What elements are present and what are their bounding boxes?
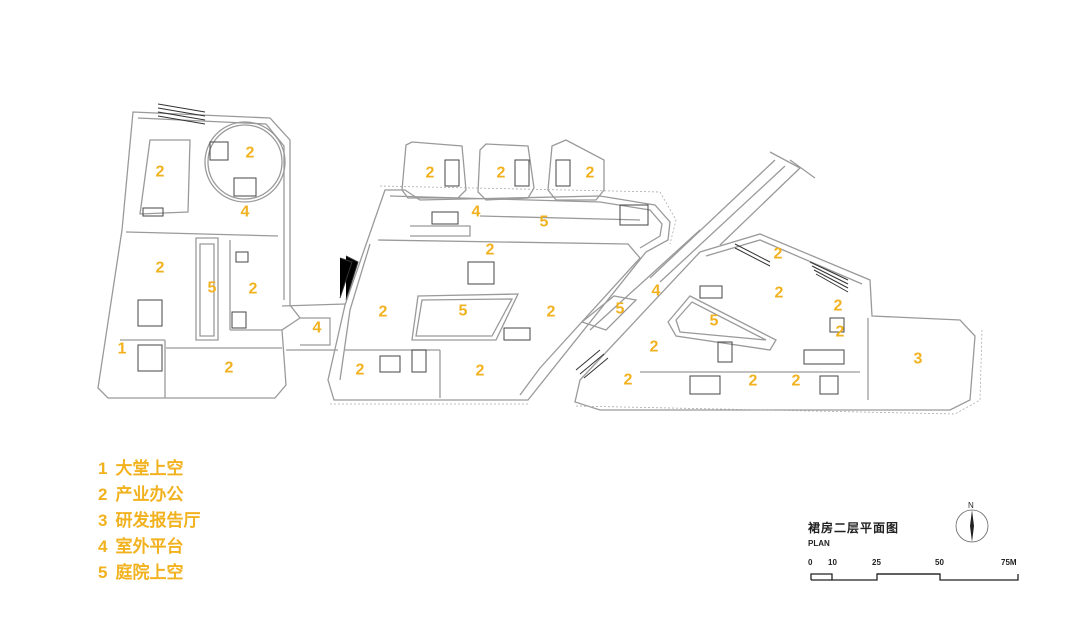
zone-label: 4 [652, 283, 661, 300]
zone-label: 2 [834, 298, 843, 315]
zone-label: 2 [749, 373, 758, 390]
zone-label: 2 [792, 373, 801, 390]
zone-label: 2 [356, 362, 365, 379]
middle-block [327, 139, 671, 401]
west-stair-hatch [157, 103, 359, 301]
zone-label: 2 [476, 363, 485, 380]
west-block [97, 111, 301, 399]
zone-label: 1 [118, 341, 127, 358]
east-cores [689, 285, 845, 395]
middle-dashed-boundary [330, 185, 677, 405]
zone-label: 4 [313, 320, 322, 337]
east-dashed-boundary [575, 329, 983, 415]
zone-label: 2 [836, 324, 845, 341]
east-block [574, 151, 976, 411]
zone-label: 2 [225, 360, 234, 377]
zone-label: 2 [246, 145, 255, 162]
zone-label: 2 [486, 242, 495, 259]
zone-label: 4 [472, 204, 481, 221]
scale-label: 25 [872, 558, 881, 567]
drawing-title: 裙房二层平面图 [808, 521, 900, 535]
zone-label: 5 [459, 303, 468, 320]
zone-label: 2 [774, 246, 783, 263]
scale-label: 50 [935, 558, 944, 567]
zone-label: 2 [249, 281, 258, 298]
zone-label: 5 [540, 214, 549, 231]
scale-bar [810, 573, 1019, 581]
zone-labels: 2 2 4 2 5 2 1 2 2 2 2 4 5 2 2 5 2 2 4 4 … [118, 145, 923, 390]
zone-label: 2 [426, 165, 435, 182]
east-stair-hatch [575, 243, 849, 379]
north-arrow-icon [955, 509, 989, 543]
west-bridge [281, 303, 346, 351]
zone-label: 2 [156, 260, 165, 277]
north-label: N [968, 501, 974, 510]
zone-label: 3 [914, 351, 923, 368]
drawing-subtitle: PLAN [808, 539, 830, 548]
zone-label: 4 [241, 204, 250, 221]
zone-label: 2 [156, 164, 165, 181]
zone-label: 2 [497, 165, 506, 182]
middle-cores [379, 159, 649, 373]
west-cores [137, 141, 257, 372]
zone-label: 2 [379, 304, 388, 321]
zone-label: 5 [208, 280, 217, 297]
zone-label: 2 [547, 304, 556, 321]
zone-label: 2 [775, 285, 784, 302]
zone-label: 5 [616, 301, 625, 318]
zone-label: 2 [650, 339, 659, 356]
scale-label: 0 [808, 558, 813, 567]
scale-label: 75M [1001, 558, 1017, 567]
zone-label: 2 [586, 165, 595, 182]
scale-label: 10 [828, 558, 837, 567]
zone-label: 2 [624, 372, 633, 389]
zone-label: 5 [710, 313, 719, 330]
